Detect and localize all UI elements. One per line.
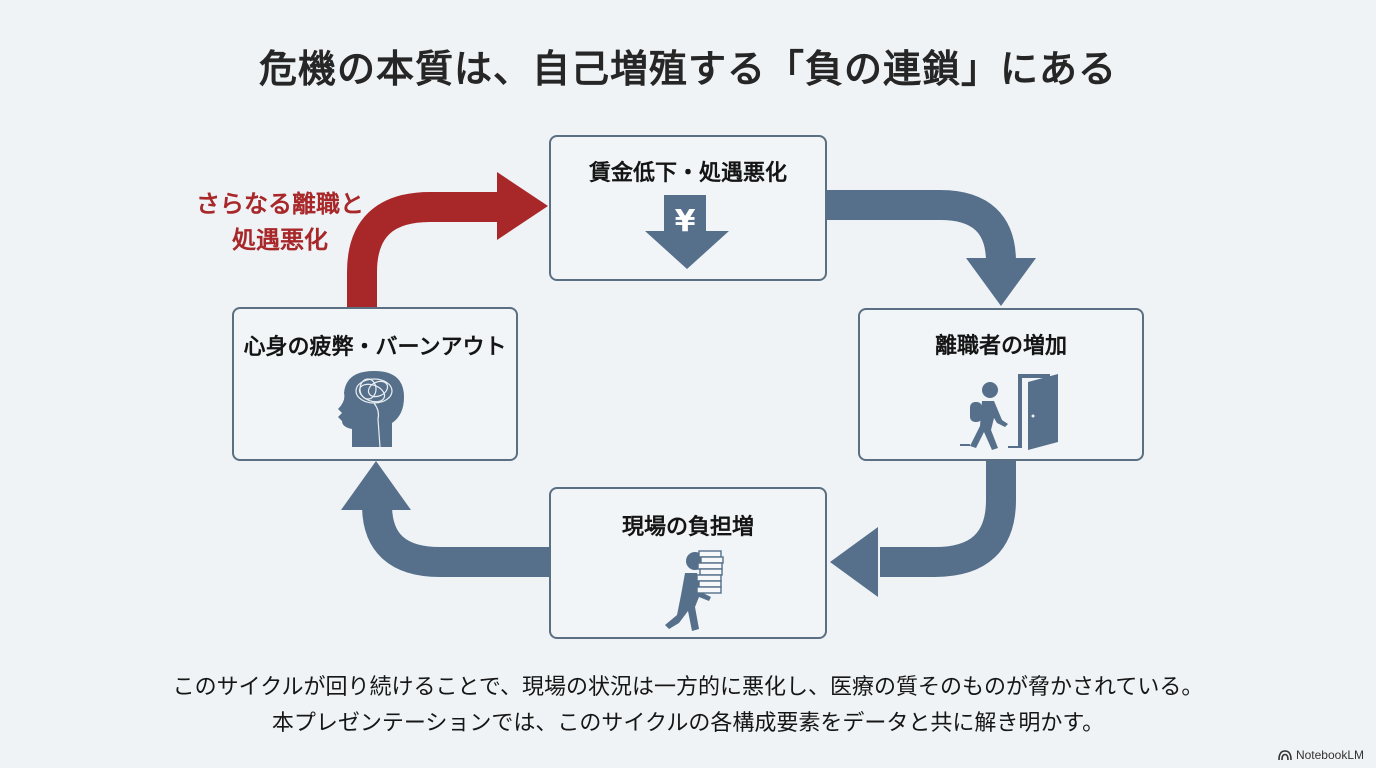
node-turnover-increase: 離職者の増加 [858,308,1144,461]
notebooklm-logo-icon [1278,750,1292,761]
person-carrying-papers-icon [665,550,724,631]
node-label: 現場の負担増 [621,515,754,540]
arrow-turnover-to-burden [830,460,1016,597]
svg-text:¥: ¥ [675,204,696,239]
feedback-label: さらなる離職と 処遇悪化 [180,186,380,258]
node-label: 賃金低下・処遇悪化 [588,161,787,186]
node-wage-decline: 賃金低下・処遇悪化 ¥ [549,135,827,281]
feedback-label-line1: さらなる離職と [196,190,364,218]
node-burnout: 心身の疲弊・バーンアウト [232,307,518,461]
footer-line1: このサイクルが回り続けることで、現場の状況は一方的に悪化し、医療の質そのものが脅… [172,675,1204,700]
node-label: 心身の疲弊・バーンアウト [243,335,507,360]
arrow-burden-to-burnout [341,461,549,577]
node-workload-increase: 現場の負担増 [549,487,827,639]
brand-name: NotebookLM [1295,748,1364,762]
footer-line2: 本プレゼンテーションでは、このサイクルの各構成要素をデータと共に解き明かす。 [271,711,1105,736]
tangled-brain-head-icon [338,371,404,448]
arrow-wage-to-turnover [826,190,1036,306]
node-label: 離職者の増加 [934,334,1067,359]
feedback-label-line2: 処遇悪化 [232,226,328,254]
person-leaving-door-icon [960,374,1058,450]
yen-down-arrow-icon: ¥ [645,195,729,269]
slide-title: 危機の本質は、自己増殖する「負の連鎖」にある [258,47,1117,91]
red-feedback-arrow [347,172,548,308]
brand-watermark: NotebookLM [1278,748,1364,762]
footer-text: このサイクルが回り続けることで、現場の状況は一方的に悪化し、医療の質そのものが脅… [0,670,1376,742]
